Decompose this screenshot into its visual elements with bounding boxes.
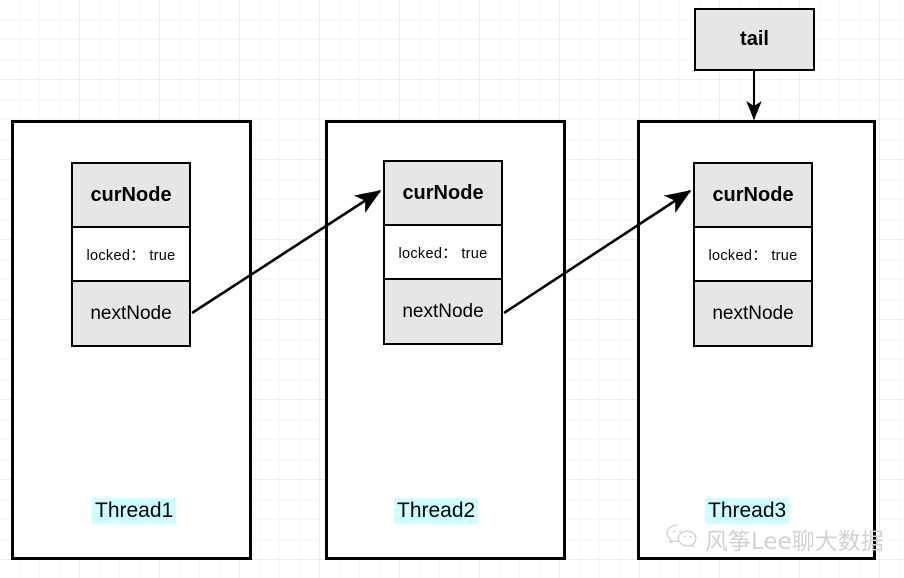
- tail-box: tail: [694, 8, 815, 71]
- thread-label-thread3: Thread3: [705, 498, 790, 524]
- node-thread2: curNode locked： true nextNode: [383, 160, 503, 345]
- node-cur-label: curNode: [712, 183, 794, 206]
- node-locked-label: locked： true: [86, 247, 176, 264]
- node-next-label: nextNode: [712, 302, 794, 324]
- node-cur-cell-thread1: curNode: [73, 164, 189, 228]
- node-next-cell-thread2: nextNode: [385, 280, 501, 343]
- node-next-label: nextNode: [90, 302, 172, 324]
- node-next-cell-thread1: nextNode: [73, 282, 189, 345]
- node-cur-label: curNode: [90, 183, 172, 206]
- node-cur-cell-thread2: curNode: [385, 162, 501, 226]
- watermark-text: 风筝Lee聊大数据: [705, 529, 884, 555]
- node-locked-label: locked： true: [708, 247, 798, 264]
- node-next-cell-thread3: nextNode: [695, 282, 811, 345]
- node-locked-cell-thread3: locked： true: [695, 228, 811, 282]
- node-next-label: nextNode: [402, 300, 484, 322]
- node-locked-label: locked： true: [398, 245, 488, 262]
- thread-label-thread1: Thread1: [92, 498, 177, 524]
- node-locked-cell-thread1: locked： true: [73, 228, 189, 282]
- thread-label-thread2: Thread2: [394, 498, 479, 524]
- node-thread1: curNode locked： true nextNode: [71, 162, 191, 347]
- node-locked-cell-thread2: locked： true: [385, 226, 501, 280]
- tail-label: tail: [740, 28, 769, 50]
- node-cur-cell-thread3: curNode: [695, 164, 811, 228]
- node-thread3: curNode locked： true nextNode: [693, 162, 813, 347]
- node-cur-label: curNode: [402, 181, 484, 204]
- wechat-icon: [666, 523, 698, 556]
- watermark: 风筝Lee聊大数据: [666, 522, 884, 556]
